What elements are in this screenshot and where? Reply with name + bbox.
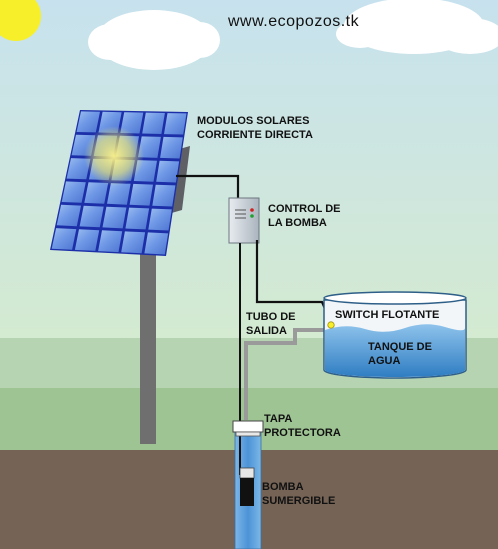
panel-pole xyxy=(140,246,156,444)
solar-cell xyxy=(129,183,153,206)
solar-panel xyxy=(50,110,188,256)
solar-cell xyxy=(102,206,127,229)
label-water-tank: TANQUE DE AGUA xyxy=(368,341,435,367)
solar-cell xyxy=(74,229,100,251)
outlet-pipe xyxy=(244,328,346,420)
cloud-right xyxy=(336,0,498,54)
label-pump-control: CONTROL DE LA BOMBA xyxy=(268,203,344,229)
label-outlet-pipe: TUBO DE SALIDA xyxy=(246,311,299,337)
sun-icon xyxy=(0,0,41,41)
label-solar-panels: MODULOS SOLARES CORRIENTE DIRECTA xyxy=(197,115,313,141)
indicator-green-icon xyxy=(250,214,254,218)
float-switch-icon xyxy=(327,321,335,329)
solar-cell xyxy=(156,160,180,183)
solar-cell xyxy=(152,184,176,207)
solar-cell xyxy=(56,204,81,227)
solar-cell xyxy=(120,112,144,134)
indicator-red-icon xyxy=(250,208,254,212)
solar-cell xyxy=(121,231,146,254)
water-tank xyxy=(323,291,467,379)
solar-cell xyxy=(164,113,187,135)
sun-reflection xyxy=(84,126,144,186)
label-float-switch: SWITCH FLOTANTE xyxy=(335,309,439,321)
label-submersible-pump: BOMBA SUMERGIBLE xyxy=(262,481,335,507)
cloud-left xyxy=(88,10,220,70)
submersible-pump-icon xyxy=(239,467,255,506)
label-protective-cap: TAPA PROTECTORA xyxy=(264,413,341,439)
solar-cell xyxy=(142,112,165,134)
pump-control-box xyxy=(228,197,260,244)
solar-cell xyxy=(125,207,150,230)
solar-cell xyxy=(84,182,109,204)
solar-cell xyxy=(66,158,91,180)
solar-cell xyxy=(51,228,77,250)
solar-cell xyxy=(79,205,104,228)
solar-cell xyxy=(76,111,100,133)
solar-cell xyxy=(160,136,183,159)
solar-cell xyxy=(144,232,169,255)
panel-cable xyxy=(176,174,240,200)
protective-cap-icon xyxy=(232,420,264,437)
solar-cell xyxy=(61,181,86,203)
solar-cell xyxy=(107,183,131,205)
solar-cell xyxy=(98,230,123,253)
site-url: www.ecopozos.tk xyxy=(227,13,360,30)
solar-cell xyxy=(148,208,172,231)
